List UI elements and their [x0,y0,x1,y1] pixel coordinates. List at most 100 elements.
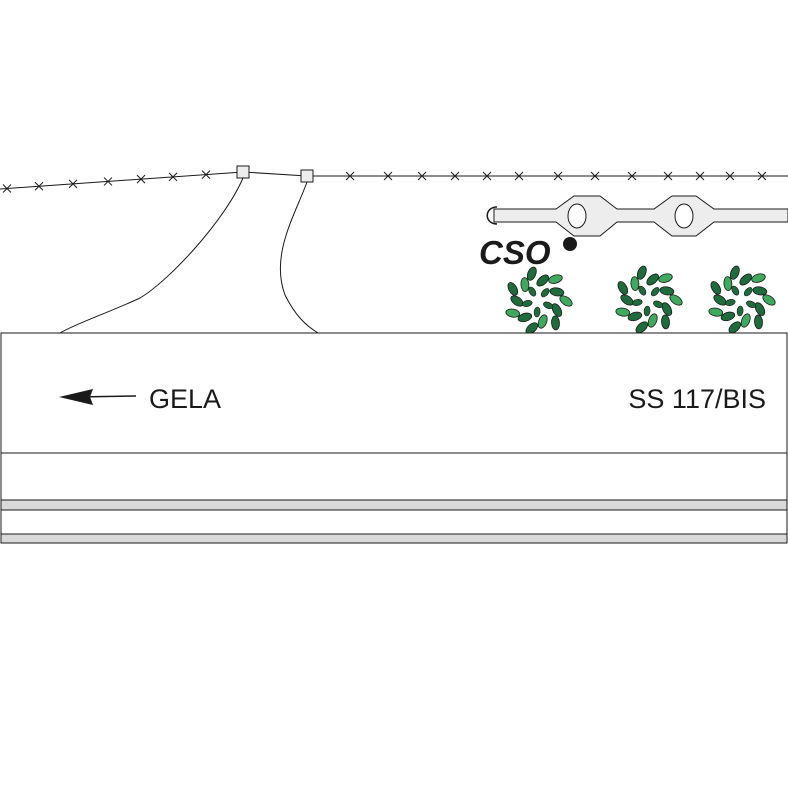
shrub-leaf [754,314,763,330]
shrub-leaf [729,265,740,280]
shrub-leaf [739,273,752,286]
shrub-leaf [751,273,766,283]
fence-barb [2,184,12,193]
shrub-leaf [528,286,537,297]
shrub-leaf [754,302,766,316]
road-lane-3 [0,509,788,535]
shrub-leaf [549,287,565,297]
fence-barb [450,171,460,181]
shrub-leaf [661,314,670,330]
shrub-leaf [646,273,659,286]
left-arrow-icon [59,389,137,405]
shrub-leaf [710,281,722,295]
fence-barb [663,171,673,181]
fence-barb [757,171,767,181]
road-lower-lane [0,452,788,501]
shrub-leaf [638,285,647,296]
shrub-leaf [630,276,640,291]
fence-post-right [300,169,314,183]
fence-barb [201,170,211,179]
guardrail-hook [486,206,498,225]
shrub-icon [505,266,573,335]
road-name-label: SS 117/BIS [628,384,766,414]
shrub-leaf [713,294,727,306]
direction-label: GELA [149,384,221,414]
shrub-leaf [659,286,675,296]
shrub-icon [615,265,683,334]
shrub-leaf [708,307,724,317]
cso-marker-dot [563,237,577,251]
shrub-leaf [736,305,744,317]
fence-barb [68,179,78,189]
shrub-leaf [740,313,751,328]
fence-barb [627,171,637,181]
shrub-leaf [723,276,733,291]
shrub-leaf [762,294,776,306]
shrub-leaf [543,301,554,309]
shrub-leaf [635,321,649,334]
fence-barb [417,171,427,181]
fence-barb [103,177,113,186]
shrub-leaf [559,295,573,307]
shrub-leaf [669,294,683,306]
cable-left [59,177,244,334]
shrub-leaf [551,303,563,317]
fence-wire [0,171,788,190]
shrub-leaf [731,285,740,296]
fence-barb [695,171,705,181]
guardrail-bar [493,195,788,237]
road-stripe-2 [0,533,788,544]
fence-barb [168,172,178,182]
shrub-leaf [536,274,549,287]
shrub-leaf [540,288,550,298]
shrub-leaf [520,277,530,292]
shrub-leaf [720,311,736,322]
shrub-icon [708,265,776,334]
guardrail-slot-2 [674,203,694,229]
guardrail-fixture [486,195,788,237]
fence-barb [725,171,735,181]
fence-barb [383,171,393,181]
shrub-leaf [647,313,658,328]
shrub-leaf [643,305,651,317]
shrubs [505,265,776,335]
shrub-leaf [627,311,643,322]
shrub-leaf [620,294,634,306]
shrub-leaf [537,314,548,329]
fence-barb [553,171,563,181]
cso-label: CSO [479,234,551,271]
shrub-leaf [533,306,541,318]
shrub-leaf [658,273,673,283]
guardrail-slot-1 [567,203,587,229]
shrub-leaf [661,302,673,316]
shrub-leaf [510,295,524,307]
shrub-leaf [548,274,563,284]
fence-post-left [236,165,250,179]
shrub-leaf [522,300,533,307]
fence-barb [136,174,146,184]
shrub-leaf [617,281,629,295]
shrub-leaf [746,300,757,308]
shrub-leaf [615,307,631,317]
fence-barb [590,171,600,181]
shrub-leaf [650,287,660,297]
shrub-leaf [636,265,647,280]
shrub-leaf [632,299,643,306]
shrub-leaf [725,299,736,306]
road-stripe-1 [0,499,788,511]
shrub-leaf [653,300,664,308]
shrub-leaf [752,286,768,296]
fence-barb [345,171,355,181]
barbed-wire-fence [0,170,788,193]
shrub-leaf [517,312,533,323]
cable-right [279,181,319,334]
shrub-leaf [728,321,742,334]
shrub-leaf [551,315,560,331]
shrub-leaf [505,308,521,318]
shrub-leaf [507,282,519,296]
fence-barb [514,171,524,181]
fence-barb [34,181,44,191]
shrub-leaf [526,266,537,281]
fence-barbs [2,170,767,193]
road-main-band [0,332,788,454]
